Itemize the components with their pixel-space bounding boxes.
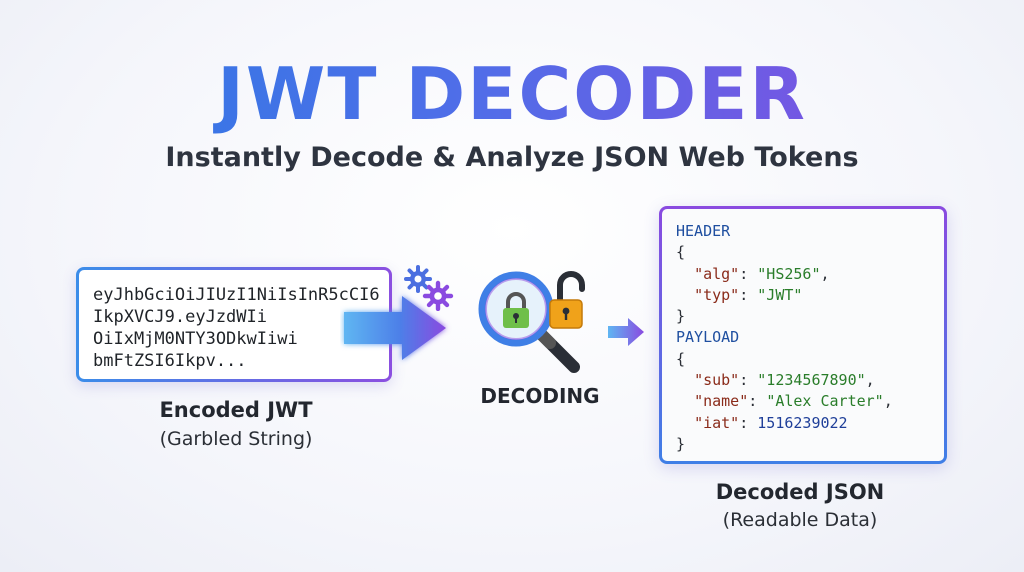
page-subtitle: Instantly Decode & Analyze JSON Web Toke… [165, 142, 859, 173]
json-brace: { [676, 243, 686, 262]
json-value: "1234567890" [757, 371, 866, 390]
arrow-right-icon [608, 318, 644, 346]
json-brace: } [676, 434, 686, 453]
gear-icon [404, 265, 454, 311]
json-entry: "name": "Alex Carter", [694, 392, 893, 411]
json-value: 1516239022 [757, 413, 848, 432]
json-value: "HS256" [757, 264, 821, 283]
magnifying-glass-icon [478, 271, 585, 373]
locked-padlock-icon [503, 292, 529, 328]
json-key: "iat" [694, 413, 740, 432]
json-entry: "iat": 1516239022 [694, 413, 848, 432]
json-entry: "alg": "HS256", [694, 264, 830, 283]
header-section-title: HEADER [676, 222, 731, 240]
encoded-line: bmFtZSI6Ikpv... [93, 351, 247, 371]
json-entry: "typ": "JWT" [694, 285, 803, 304]
json-key: "sub" [694, 371, 740, 390]
encoded-line: eyJhbGciOiJIUzI1NiIsInR5cCI6 [93, 285, 380, 305]
decoded-json-sublabel: (Readable Data) [722, 509, 878, 531]
payload-section-title: PAYLOAD [676, 328, 740, 347]
json-key: "alg" [694, 264, 740, 283]
encoded-jwt-box: eyJhbGciOiJIUzI1NiIsInR5cCI6 IkpXVCJ9.ey… [76, 267, 392, 382]
json-comma: , [820, 264, 830, 283]
encoded-line: OiIxMjM0NTY3ODkwIiwi [93, 329, 298, 349]
json-brace: { [676, 349, 686, 368]
encoded-line: IkpXVCJ9.eyJzdWIi [93, 307, 267, 327]
page-title: JWT DECODER [0, 52, 1024, 136]
decoded-json-label: Decoded JSON [715, 480, 885, 504]
decoding-label: DECODING [480, 384, 600, 408]
json-entry: "sub": "1234567890", [694, 371, 875, 390]
json-value: "JWT" [757, 285, 803, 304]
decoded-json-box: HEADER { "alg": "HS256", "typ": "JWT" } … [659, 206, 947, 464]
json-key: "name" [694, 392, 749, 411]
json-brace: } [676, 307, 686, 326]
arrow-right-icon [344, 296, 446, 360]
encoded-jwt-sublabel: (Garbled String) [159, 428, 313, 450]
json-key: "typ" [694, 285, 740, 304]
json-comma: , [883, 392, 893, 411]
encoded-jwt-label: Encoded JWT [159, 398, 313, 422]
json-value: "Alex Carter" [766, 392, 884, 411]
unlocked-padlock-icon [549, 271, 585, 329]
json-comma: , [865, 371, 875, 390]
